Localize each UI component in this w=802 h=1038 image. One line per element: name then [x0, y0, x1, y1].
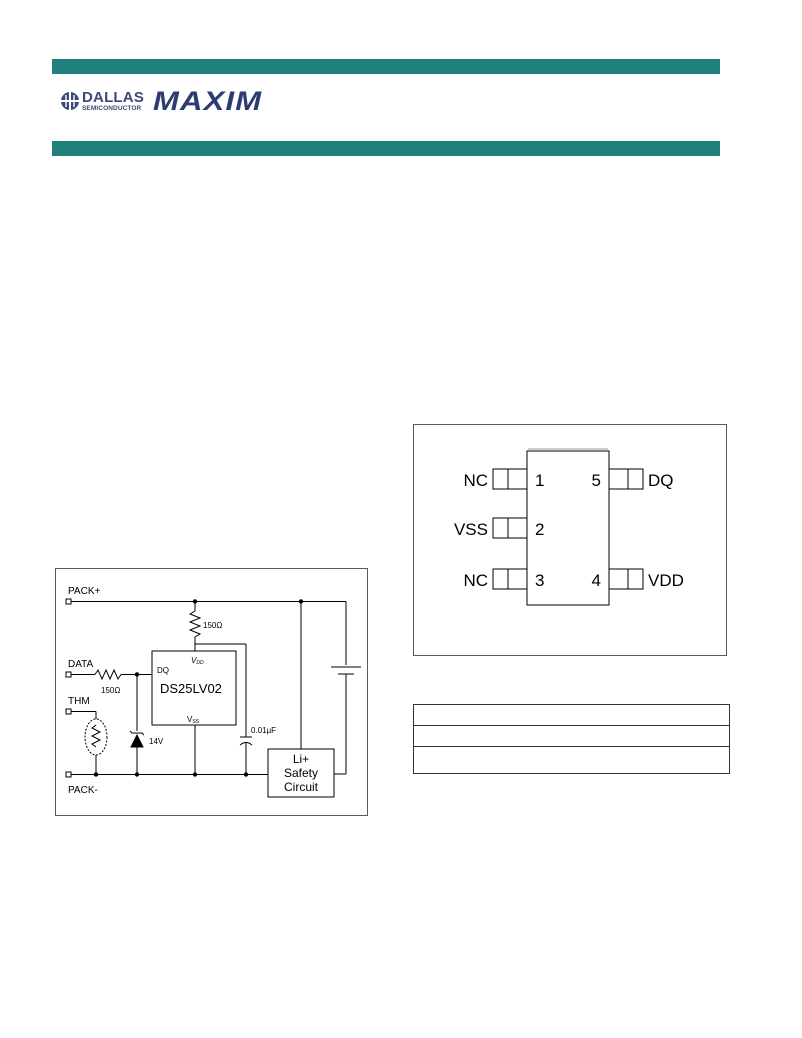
table-row: [413, 746, 730, 774]
pack-plus-label: PACK+: [68, 586, 100, 597]
thermistor: [84, 718, 108, 756]
safety-label-2: Safety: [284, 766, 318, 780]
pin-3-number: 3: [535, 571, 544, 590]
pin-5-pad: [608, 468, 644, 490]
typical-circuit-figure: PACK+ DATA THM PACK- 150Ω 150Ω DQ VDD VS…: [55, 568, 368, 816]
vss-pin-label: VSS: [187, 715, 200, 725]
table-cell: [413, 746, 730, 774]
pin-1-name: NC: [463, 471, 488, 490]
table-cell: [413, 725, 730, 747]
resistor-top: [188, 610, 202, 638]
resistor-data: [94, 668, 122, 681]
chip-box: [151, 650, 237, 726]
dallas-logo-subtext: SEMICONDUCTOR: [82, 105, 142, 112]
pin-1-pad: [492, 468, 528, 490]
pin-4-number: 4: [592, 571, 601, 590]
capacitor-value: 0.01µF: [251, 726, 276, 735]
circuit-schematic: PACK+ DATA THM PACK- 150Ω 150Ω DQ VDD VS…: [65, 586, 361, 798]
pin-2-name: VSS: [454, 520, 488, 539]
pin-configuration-figure: NC 1 VSS 2 NC 3 VDD 4 DQ 5: [413, 424, 727, 656]
dq-pin-label: DQ: [157, 666, 169, 675]
pinout-diagram: NC 1 VSS 2 NC 3 VDD 4 DQ 5: [454, 448, 684, 606]
vdd-pin-label: VDD: [191, 656, 204, 666]
pin-3-pad: [492, 568, 528, 590]
zener-value: 14V: [149, 737, 164, 746]
header-bar-top: [52, 59, 720, 74]
safety-label-1: Li+: [293, 752, 309, 766]
pack-minus-label: PACK-: [68, 785, 98, 796]
capacitor-plate-2: [239, 742, 253, 746]
thm-terminal: [65, 708, 72, 715]
pin-5-name: DQ: [648, 471, 674, 490]
thm-label: THM: [68, 696, 90, 707]
pin-2-pad: [492, 517, 528, 539]
pin-5-number: 5: [592, 471, 601, 490]
pack-plus-terminal: [65, 598, 72, 605]
pin-3-name: NC: [463, 571, 488, 590]
table-row: [413, 725, 730, 747]
resistor-data-value: 150Ω: [101, 686, 120, 695]
table-cell: [413, 704, 730, 726]
maxim-logo-text: MAXIM: [153, 86, 263, 116]
pin-2-number: 2: [535, 520, 544, 539]
table-row: [413, 704, 730, 726]
safety-label-3: Circuit: [284, 780, 319, 794]
pack-minus-terminal: [65, 771, 72, 778]
chip-name: DS25LV02: [160, 681, 222, 696]
data-label: DATA: [68, 659, 94, 670]
data-terminal: [65, 671, 72, 678]
pin-1-number: 1: [535, 471, 544, 490]
pin-4-pad: [608, 568, 644, 590]
header-bar-bottom: [52, 141, 720, 156]
safety-circuit-box: [267, 748, 335, 798]
pin-4-name: VDD: [648, 571, 684, 590]
dallas-logo-text: DALLAS: [82, 89, 145, 106]
zener-diode: [130, 733, 144, 748]
dallas-logo-icon: [61, 92, 79, 110]
ordering-info-table: [413, 704, 730, 774]
brand-logos: DALLAS SEMICONDUCTOR MAXIM: [60, 86, 310, 118]
resistor-top-value: 150Ω: [203, 621, 222, 630]
